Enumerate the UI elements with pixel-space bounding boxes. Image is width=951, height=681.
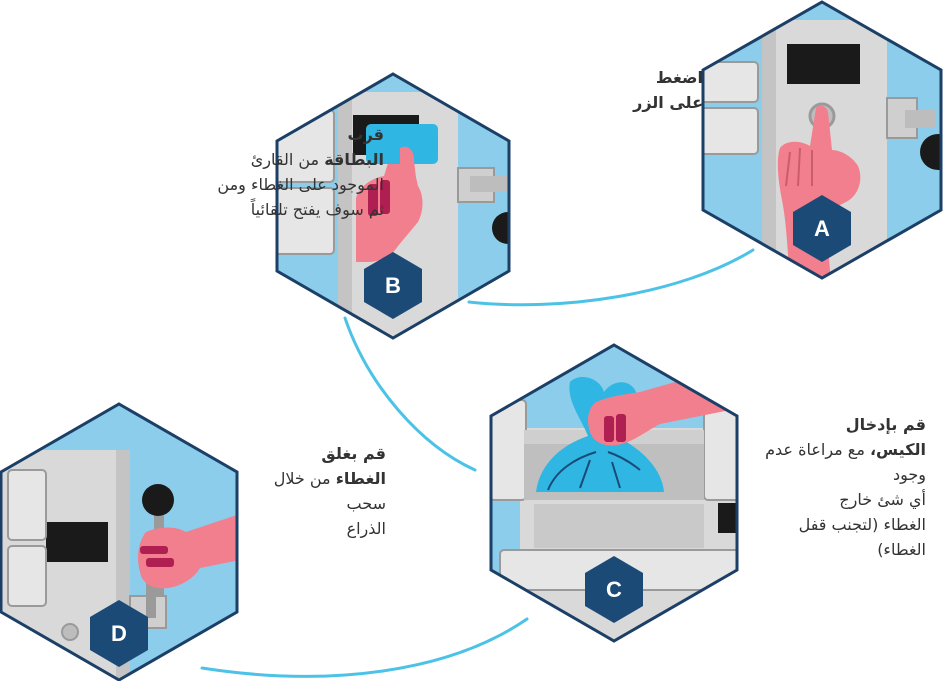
caption-line: قرب (347, 125, 384, 144)
step-c-hexagon: C (489, 343, 739, 643)
caption-line: الذراع (346, 519, 386, 538)
caption-line: قم بغلق (321, 444, 386, 463)
caption-bold-word: الكيس، (869, 440, 926, 459)
caption-line: ثم سوف يفتح تلقائياً (250, 200, 384, 219)
caption-rest: من القارئ (250, 150, 325, 169)
step-d-hexagon: D (0, 402, 239, 681)
badge-a-letter: A (814, 216, 830, 241)
caption-bold-word: الغطاء (335, 469, 386, 488)
step-b-hexagon: B (275, 72, 511, 340)
badge-b-letter: B (385, 273, 401, 298)
caption-line: أي شئ خارج (839, 490, 926, 509)
caption-line: الغطاء (لتجنب قفل (798, 515, 926, 534)
caption-line: البطاقة من القارئ (240, 147, 384, 172)
caption-line: الغطاء من خلال (250, 466, 386, 491)
step-c-caption: قم بإدخال الكيس، مع مراعاة عدم وجود أي ش… (720, 412, 926, 562)
caption-line: الغطاء) (877, 540, 926, 559)
display-screen (46, 522, 108, 562)
lever-knob (142, 484, 174, 516)
badge-b (364, 252, 422, 319)
caption-line: سحب (346, 494, 386, 513)
caption-line: قم بإدخال (845, 415, 926, 434)
step-d-caption: قم بغلق الغطاء من خلال سحب الذراع (250, 441, 386, 541)
connector-a-b (467, 248, 755, 307)
badge-d (90, 600, 148, 667)
caption-bold-word: البطاقة (324, 150, 384, 169)
step-a-hexagon: A (701, 0, 943, 280)
display-screen (718, 503, 737, 533)
caption-line: اضغط (655, 68, 703, 87)
caption-line: الكيس، مع مراعاة عدم (720, 437, 926, 462)
connector-b-c (343, 316, 477, 472)
badge-a (793, 195, 851, 262)
badge-d-letter: D (111, 621, 127, 646)
round-button (61, 623, 79, 641)
step-b-caption: قرب البطاقة من القارئ الموجود على الغطاء… (217, 122, 384, 222)
badge-c-letter: C (606, 577, 622, 602)
badge-c (585, 556, 643, 623)
caption-rest: مع مراعاة عدم (765, 440, 870, 459)
connector-c-d (200, 617, 529, 678)
step-a-caption: اضغط على الزر (600, 65, 703, 115)
display-screen (787, 44, 860, 84)
caption-line: على الزر (633, 93, 703, 112)
caption-rest: من خلال (273, 469, 336, 488)
caption-line: وجود (892, 465, 926, 484)
pulling-hand (138, 514, 237, 589)
access-card (366, 124, 438, 164)
caption-line: الموجود على الغطاء ومن (217, 175, 384, 194)
